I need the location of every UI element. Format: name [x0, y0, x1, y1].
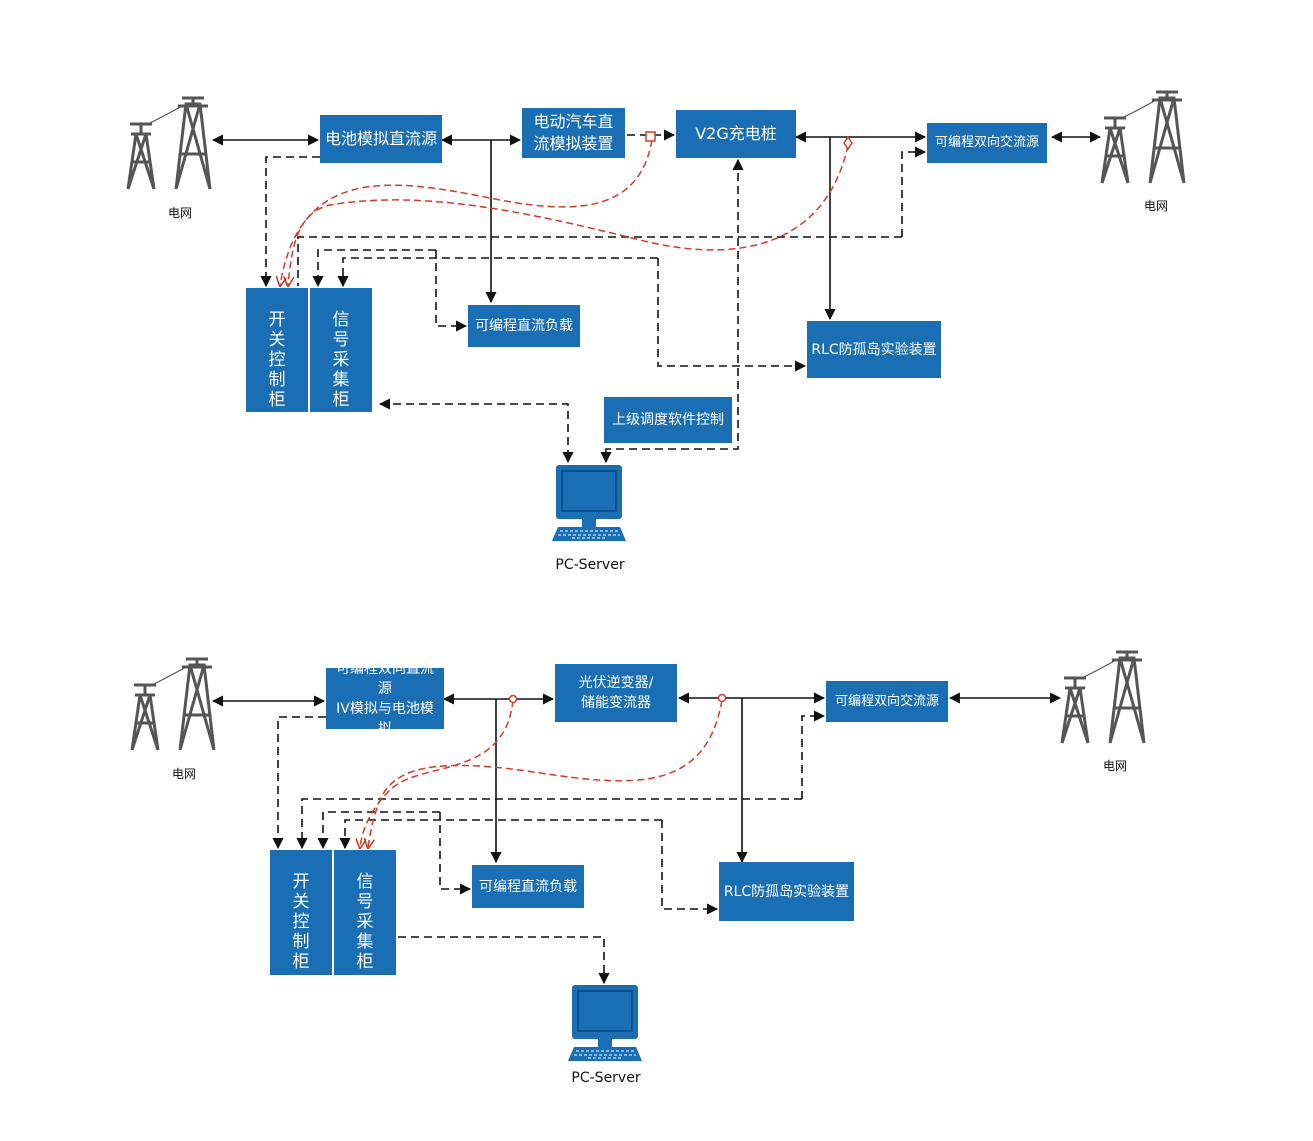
v2g-charger-label: V2G充电桩: [695, 124, 777, 143]
signal-line: [661, 820, 719, 915]
pc-monitor-icon: [551, 464, 627, 542]
comm-node: [645, 131, 656, 142]
inverter-box[interactable]: 光伏逆变器/ 储能变流器: [555, 664, 677, 722]
ev-sim-label-2: 流模拟装置: [533, 134, 614, 153]
pc-monitor-icon: [567, 984, 643, 1062]
ev-sim-box[interactable]: 电动汽车直 流模拟装置: [522, 108, 625, 158]
dc-load-box[interactable]: 可编程直流负载: [468, 305, 580, 347]
inverter-label-1: 光伏逆变器/: [578, 675, 654, 691]
dc-load-label: 可编程直流负载: [475, 318, 573, 334]
signal-line: [378, 398, 574, 464]
signal-line: [260, 156, 320, 288]
grid-label-left: 电网: [167, 206, 192, 220]
dc-load-label-2: 可编程直流负载: [479, 878, 577, 895]
pc-server-label-2: PC-Server: [571, 1070, 641, 1086]
transmission-tower-icon: [130, 657, 216, 752]
comm-node: [717, 693, 727, 703]
ac-source-box-2[interactable]: 可编程双向交流源: [826, 681, 948, 722]
signal-line: [312, 249, 436, 288]
signal-line: [398, 936, 610, 985]
dc-source-label-1: 可编程双向直流源: [336, 660, 434, 697]
signal-cabinet[interactable]: 信号采集柜: [310, 288, 372, 412]
transmission-tower-icon: [1060, 650, 1146, 745]
comm-line: [368, 699, 723, 848]
switch-cabinet-label: 开关控制柜: [268, 310, 286, 410]
signal-line: [272, 716, 326, 850]
transmission-tower-icon: [1100, 90, 1186, 185]
signal-cabinet-2[interactable]: 信号采集柜: [334, 850, 396, 975]
dc-source-box[interactable]: 可编程双向直流源 IV模拟与电池模拟: [326, 661, 444, 737]
signal-cabinet-label: 信号采集柜: [332, 310, 350, 410]
switch-cabinet[interactable]: 开关控制柜: [246, 288, 308, 412]
comm-line: [280, 139, 653, 286]
dc-source-label-2: IV模拟与电池模拟: [336, 700, 434, 737]
ac-source-label: 可编程双向交流源: [934, 135, 1039, 150]
switch-cabinet-label-2: 开关控制柜: [292, 872, 310, 972]
switch-cabinet-2[interactable]: 开关控制柜: [270, 850, 332, 975]
signal-line: [317, 811, 440, 850]
comm-line: [288, 144, 849, 286]
diagram-2: [130, 650, 1146, 1062]
signal-line: [435, 250, 468, 332]
rlc-box[interactable]: RLC防孤岛实验装置: [807, 321, 941, 378]
v2g-charger-box[interactable]: V2G充电桩: [676, 110, 796, 158]
signal-line: [657, 258, 807, 372]
comm-node: [508, 694, 518, 704]
signal-cabinet-label-2: 信号采集柜: [356, 872, 374, 972]
grid-label-right-2: 电网: [1102, 759, 1127, 773]
dc-load-box-2[interactable]: 可编程直流负载: [472, 865, 584, 908]
pc-server-label: PC-Server: [555, 557, 625, 573]
diagram-1: [126, 90, 1186, 542]
signal-line: [801, 710, 826, 799]
ac-source-label-2: 可编程双向交流源: [834, 693, 939, 709]
rlc-box-2[interactable]: RLC防孤岛实验装置: [719, 862, 854, 921]
dispatch-label: 上级调度软件控制: [612, 412, 724, 428]
ev-sim-label-1: 电动汽车直: [533, 112, 614, 131]
signal-line: [337, 257, 658, 288]
battery-sim-label: 电池模拟直流源: [324, 129, 437, 148]
signal-line: [339, 819, 662, 850]
ac-source-box[interactable]: 可编程双向交流源: [927, 123, 1047, 163]
signal-line: [296, 798, 802, 850]
grid-label-left-2: 电网: [171, 767, 196, 781]
signal-line: [600, 158, 744, 464]
transmission-tower-icon: [126, 96, 212, 191]
rlc-label: RLC防孤岛实验装置: [811, 341, 937, 358]
dispatch-box[interactable]: 上级调度软件控制: [604, 397, 732, 443]
rlc-label-2: RLC防孤岛实验装置: [723, 883, 850, 900]
battery-sim-box[interactable]: 电池模拟直流源: [320, 115, 442, 163]
signal-line: [439, 812, 472, 895]
comm-node: [843, 135, 853, 151]
signal-line: [901, 146, 927, 237]
signal-line: [297, 236, 902, 286]
inverter-label-2: 储能变流器: [581, 695, 651, 711]
comm-line: [360, 699, 514, 848]
grid-label-right: 电网: [1143, 199, 1168, 213]
